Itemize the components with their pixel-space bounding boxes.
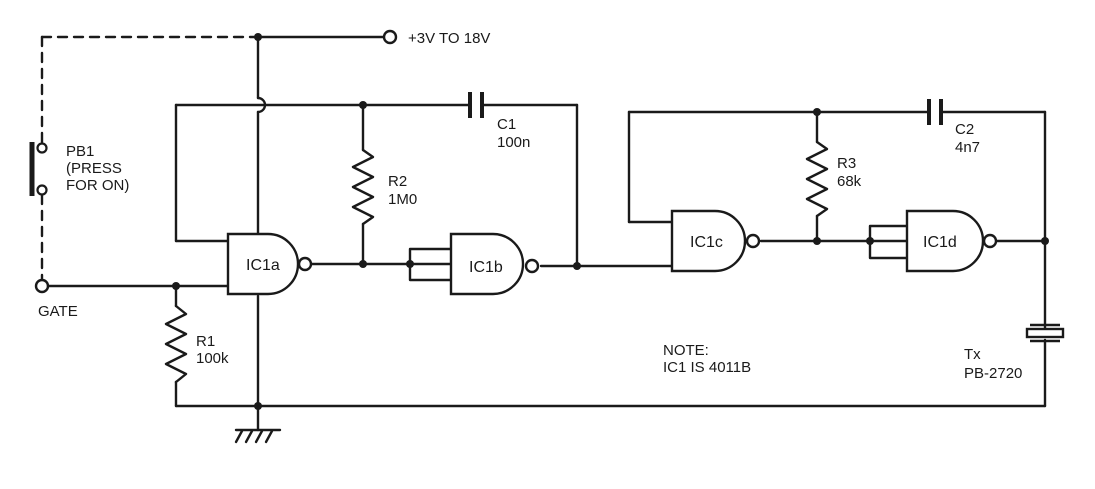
gate-input-wire (46, 284, 1047, 432)
r2-name-label: R2 (388, 173, 407, 190)
junction-dot (573, 262, 581, 270)
junction-dot (1041, 237, 1049, 245)
junction-dot (813, 108, 821, 116)
junction-dot (359, 101, 367, 109)
nand-gate-ic1d[interactable] (905, 209, 998, 273)
r1-value-label: 100k (196, 350, 229, 367)
switch-desc-label: FOR ON) (66, 177, 129, 194)
r3-name-label: R3 (837, 155, 856, 172)
nand-gate-ic1b[interactable] (449, 232, 540, 296)
nand-gate-ic1c[interactable] (670, 209, 761, 273)
ic1c-label: IC1c (690, 234, 723, 251)
junction-dot (254, 402, 262, 410)
switch-name-label: PB1 (66, 143, 94, 160)
note-title: NOTE: (663, 342, 709, 359)
junction-dot (866, 237, 874, 245)
supply-label: +3V TO 18V (408, 30, 490, 47)
junction-dot (406, 260, 414, 268)
c2-value-label: 4n7 (955, 139, 980, 156)
c1-name-label: C1 (497, 116, 516, 133)
capacitor-c1 (468, 92, 484, 118)
supply-rail (256, 35, 385, 238)
nand-gate-ic1a[interactable] (226, 232, 313, 296)
gate-terminal[interactable] (34, 278, 50, 294)
note-body: IC1 IS 4011B (663, 359, 751, 376)
switch-pb1[interactable] (29, 35, 260, 282)
gate-input-label: GATE (38, 303, 78, 320)
c1-value-label: 100n (497, 134, 530, 151)
junction-dot (172, 282, 180, 290)
r3-value-label: 68k (837, 173, 862, 190)
ic1d-label: IC1d (923, 234, 957, 251)
transducer-icon (1025, 323, 1065, 343)
r2-value-label: 1M0 (388, 191, 417, 208)
capacitor-c2 (927, 99, 943, 125)
osc2-wiring (627, 110, 1047, 408)
ic1b-label: IC1b (469, 259, 503, 276)
ground-icon (234, 428, 282, 444)
ic1a-label: IC1a (246, 257, 280, 274)
supply-terminal[interactable] (382, 29, 398, 45)
junction-dot (813, 237, 821, 245)
transducer-name-label: Tx (964, 346, 981, 363)
r1-name-label: R1 (196, 333, 215, 350)
switch-desc-label: (PRESS (66, 160, 122, 177)
c2-name-label: C2 (955, 121, 974, 138)
transducer-part-label: PB-2720 (964, 365, 1022, 382)
junction-dot (359, 260, 367, 268)
